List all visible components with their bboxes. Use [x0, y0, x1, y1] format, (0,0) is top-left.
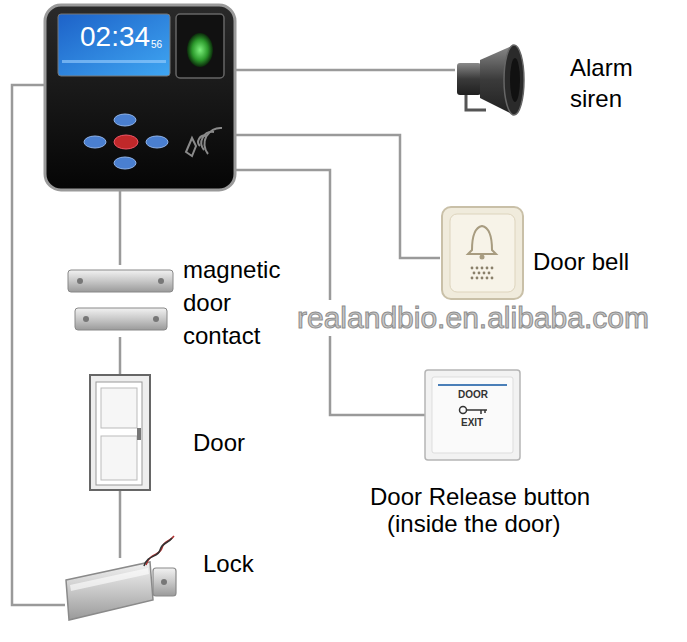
doorbell-icon [442, 207, 523, 299]
button-text: DOOR [458, 389, 488, 401]
terminal-device: 02:3456 [45, 5, 235, 190]
component-note: (inside the door) [387, 509, 560, 538]
component-label: magnetic door contact [183, 253, 298, 352]
door-node: Door [90, 375, 150, 490]
exit-button-icon [425, 370, 520, 460]
exit-button-node: Door Release button(inside the door) [425, 370, 520, 460]
door-icon [90, 375, 150, 490]
wire-connector [119, 190, 122, 265]
terminal-device [45, 5, 235, 190]
maglock-icon [66, 536, 176, 620]
wire-connector [119, 490, 122, 558]
door-contact-icon [68, 270, 173, 330]
door-contact-node: magnetic door contact [65, 265, 175, 337]
component-label: Alarm siren [570, 52, 660, 114]
component-label: Door bell [533, 247, 629, 276]
component-label: Lock [203, 549, 254, 578]
siren-node: Alarm siren [455, 42, 530, 117]
lock-node: Lock [65, 558, 176, 624]
doorbell-node: Door bell [440, 205, 525, 300]
siren-icon [457, 45, 524, 115]
component-label: Door Release button [370, 482, 590, 511]
wire-connector [235, 135, 440, 258]
component-label: Door [193, 428, 245, 457]
clock-digits: 02:34 [80, 20, 150, 54]
button-text: EXIT [461, 417, 483, 429]
wire-connector [119, 337, 122, 375]
wire-connector [235, 170, 425, 415]
clock-seconds: 56 [151, 39, 162, 51]
watermark: realandbio.en.alibaba.com [295, 300, 651, 336]
wire-connector [235, 69, 455, 72]
